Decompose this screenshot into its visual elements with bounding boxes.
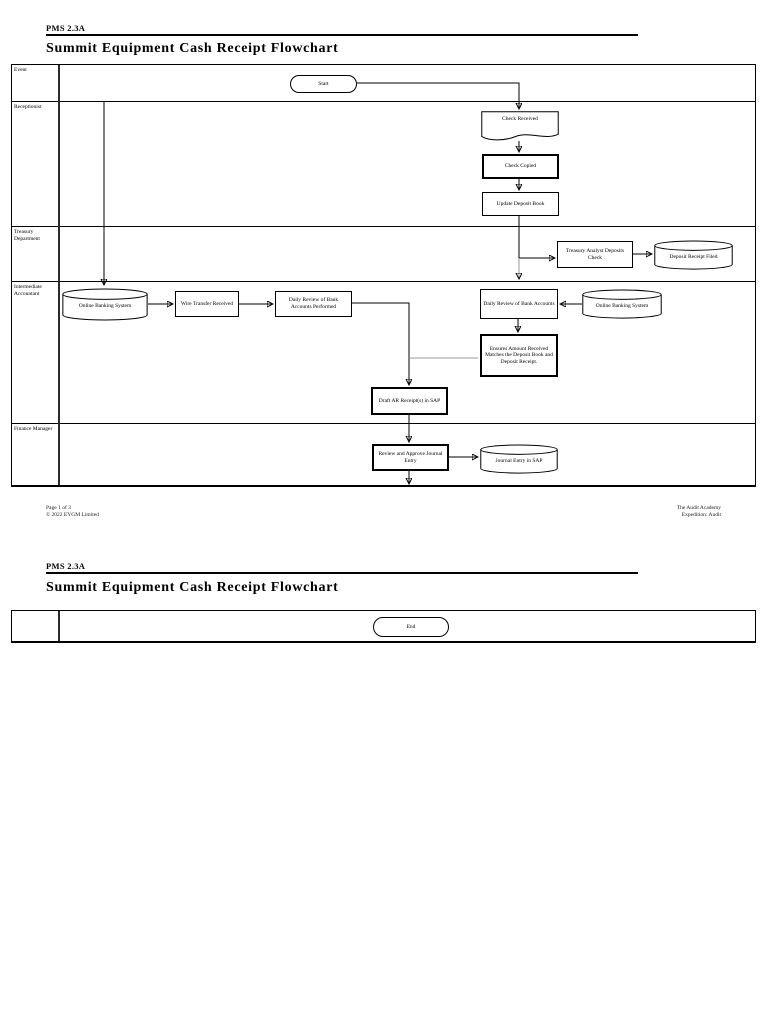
connector-update-deposit-book-to-treasury-analyst (518, 216, 554, 258)
lane-label-treasury-department: Treasury Department (14, 229, 40, 242)
lane-label-event: Event (14, 67, 27, 73)
node-label: Online Banking System (78, 303, 132, 310)
node-label: Check Received (502, 116, 538, 122)
page-title-page2: Summit Equipment Cash Receipt Flowchart (46, 580, 339, 595)
flow-node-online-banking-system-left: Online Banking System (62, 288, 148, 321)
lane-divider (12, 423, 755, 424)
lane-label-intermediate-accountant: Intermediate Accountant (14, 284, 42, 297)
connector-daily-review-performed-to-draft-ar (352, 302, 409, 384)
cylinder-shape (654, 240, 733, 270)
header-rule (46, 34, 638, 36)
header-rule-page2 (46, 572, 638, 574)
node-label: Review and Approve Journal Entry (378, 450, 443, 464)
flow-node-treasury-analyst-deposits-check: Treasury Analyst Deposits Check (557, 241, 633, 268)
flow-node-journal-entry-in-sap: Journal Entry in SAP (480, 444, 558, 474)
flow-node-daily-review-bank-accounts: Daily Review of Bank Accounts (480, 289, 558, 319)
node-label: End (406, 623, 416, 630)
flowchart-table-page2: End (11, 610, 756, 643)
node-label: Draft AR Receipt(s) in SAP (378, 397, 441, 404)
cylinder-shape (480, 444, 558, 474)
document-shape (481, 111, 559, 143)
lane-label-column-divider (58, 65, 60, 485)
node-label: Start (318, 80, 329, 87)
page-title: Summit Equipment Cash Receipt Flowchart (46, 41, 339, 56)
footer-left: Page 1 of 3 © 2022 EYGM Limited (46, 505, 99, 519)
flow-node-draft-ar-receipts-sap: Draft AR Receipt(s) in SAP (371, 387, 448, 415)
lane-divider (12, 226, 755, 227)
connector-start-to-check-received (357, 82, 519, 108)
flow-node-end: End (373, 617, 449, 637)
node-label: Daily Review of Bank Accounts Performed (288, 297, 339, 310)
lane-label-column-divider (58, 611, 60, 641)
node-label: Treasury Analyst Deposits Check (565, 247, 625, 261)
flow-node-review-approve-journal-entry: Review and Approve Journal Entry (372, 444, 449, 471)
lane-label-receptionist: Receptionist (14, 104, 42, 110)
lane-label-finance-manager: Finance Manager (14, 426, 53, 432)
footer-page-number: Page 1 of 3 (46, 505, 71, 511)
flowchart-table: Event Receptionist Treasury Department I… (11, 64, 756, 487)
node-label: Ensures Amount Received Matches the Depo… (485, 345, 553, 365)
footer-org: The Audit Academy (676, 505, 721, 511)
node-label: Deposit Receipt Filed (669, 253, 718, 260)
node-label: Daily Review of Bank Accounts (483, 300, 555, 307)
flow-node-online-banking-system-right: Online Banking System (582, 289, 662, 319)
lane-divider (12, 101, 755, 102)
flow-connectors (12, 82, 757, 488)
flow-node-update-deposit-book: Update Deposit Book (482, 192, 559, 216)
doc-code-page2: PMS 2.3A (46, 561, 86, 571)
footer-program: Expedition: Audit (681, 512, 721, 519)
node-label: Journal Entry in SAP (495, 457, 543, 464)
node-label: Online Banking System (595, 302, 649, 309)
flow-node-check-received: Check Received (481, 111, 559, 143)
lane-divider (12, 281, 755, 282)
flow-node-ensures-amount-received: Ensures Amount Received Matches the Depo… (480, 334, 558, 377)
footer-right: The Audit Academy Expedition: Audit (677, 505, 721, 519)
node-label: Update Deposit Book (496, 200, 545, 207)
flow-node-daily-review-bank-accounts-performed: Daily Review of Bank Accounts Performed (275, 291, 352, 317)
cylinder-shape (582, 289, 662, 319)
node-label: Check Copied (504, 163, 537, 170)
doc-code: PMS 2.3A (46, 23, 86, 33)
node-label: Wire Transfer Received (180, 300, 234, 307)
flow-node-wire-transfer-received: Wire Transfer Received (175, 291, 239, 317)
footer-copyright: © 2022 EYGM Limited (46, 512, 99, 519)
flow-node-check-copied: Check Copied (482, 154, 559, 179)
flow-node-deposit-receipt-filed: Deposit Receipt Filed (654, 240, 733, 270)
flow-node-start: Start (290, 75, 357, 93)
cylinder-shape (62, 288, 148, 321)
